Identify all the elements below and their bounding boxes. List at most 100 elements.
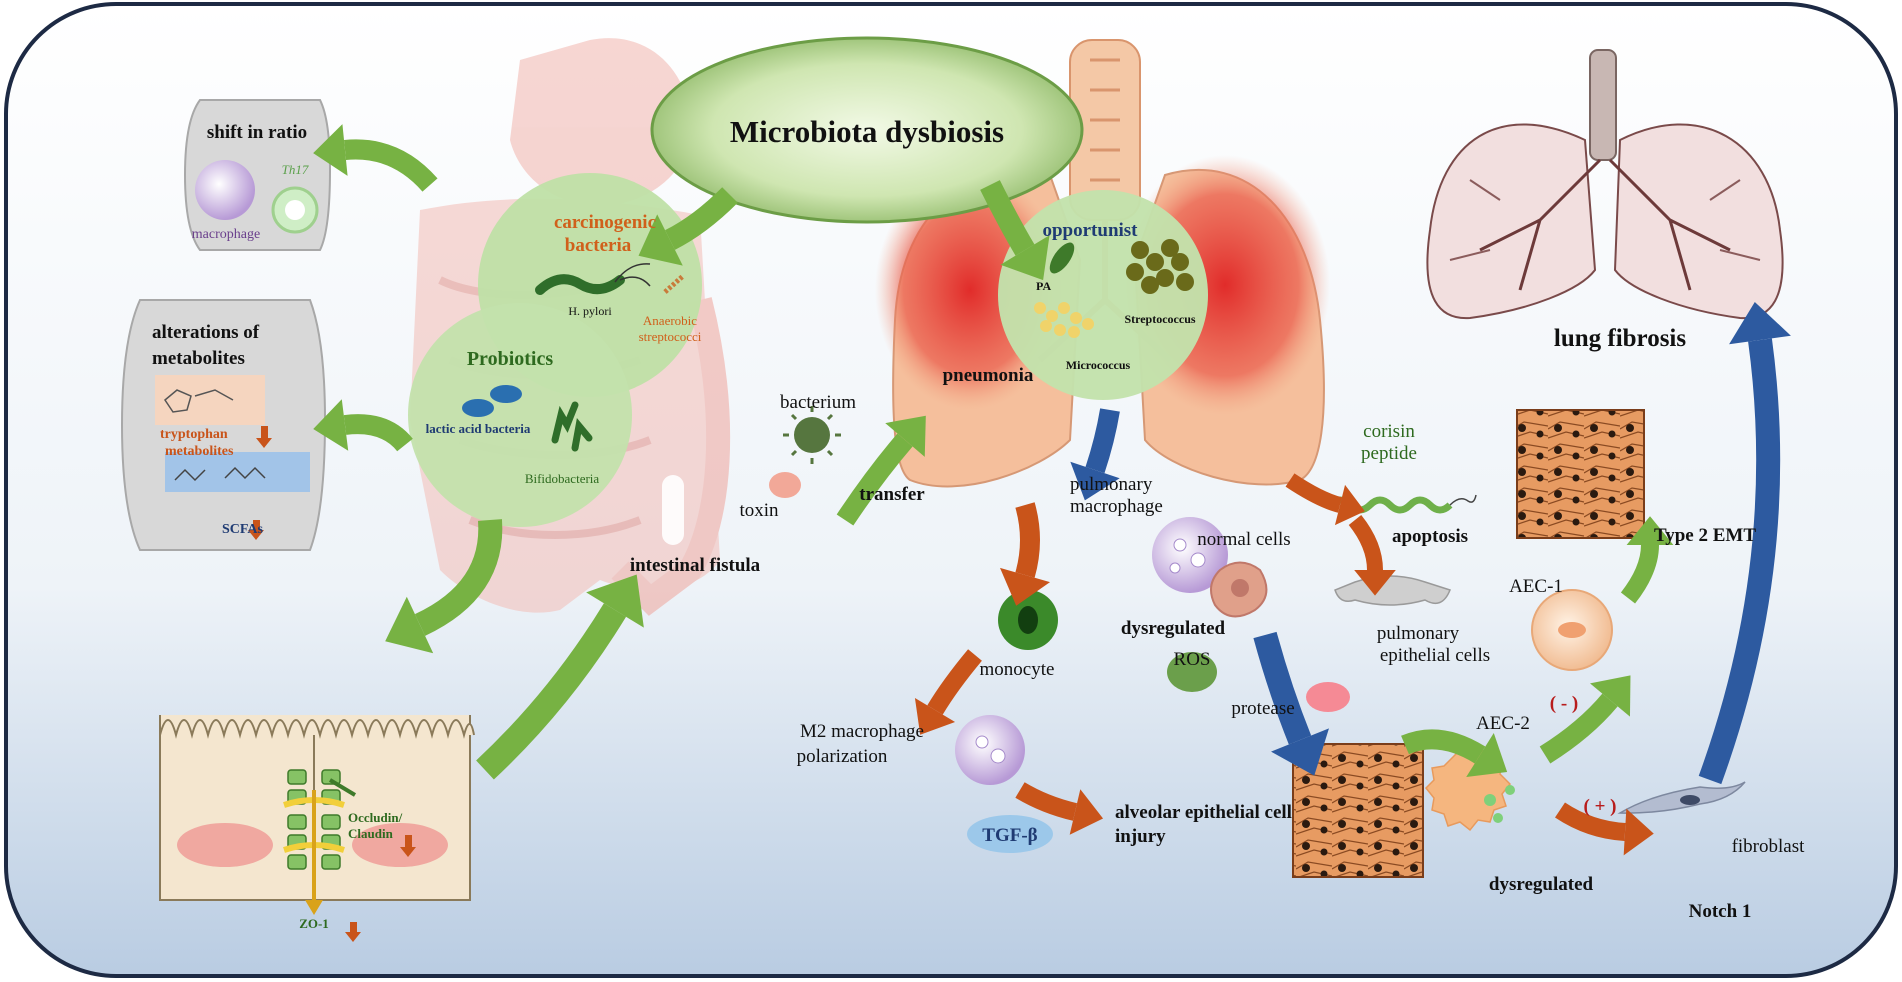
dysbiosis-to-gut-arrow [664, 187, 738, 250]
aec1-to-emt-arrow [1620, 544, 1659, 604]
fibrotic-lungs-illustration [1426, 49, 1784, 320]
bacterium-icon [783, 406, 841, 464]
pa-bacteria-icon [1049, 242, 1075, 274]
notch1-label: Notch 1 [1689, 901, 1752, 922]
corisin-to-epithelium-arrow-head [1354, 570, 1396, 596]
gut-to-metabolites-arrow-head [313, 399, 349, 451]
pulmonary-macrophage-label-2: macrophage [1070, 496, 1163, 517]
dysbiosis-to-lung-arrow-head [1000, 235, 1050, 281]
fibroblast-cell [1617, 781, 1746, 814]
dysregulated-label-1: dysregulated [1121, 618, 1226, 639]
monocyte-cell [998, 590, 1058, 650]
corisin-apoptosis-arrow [1285, 473, 1343, 513]
epithelial-cells-label-1: pulmonary [1377, 623, 1460, 644]
micrococcus-icon [1034, 302, 1094, 338]
probiotics-label: Probiotics [467, 348, 554, 370]
aec1-label: AEC-1 [1509, 576, 1563, 597]
carcinogenic-label-2: bacteria [565, 235, 632, 256]
bifido-label: Bifidobacteria [525, 471, 600, 486]
injury-label-1: alveolar epithelial cell [1115, 802, 1292, 823]
injury-to-aec2-arrow [1401, 729, 1486, 764]
lung-to-macrophage-arrow [1085, 408, 1120, 474]
gut-to-barrier-arrow-head [385, 596, 434, 654]
micrococcus-label: Micrococcus [1066, 358, 1131, 372]
ros-badge [1167, 652, 1217, 692]
shift-in-ratio-title: shift in ratio [207, 122, 307, 143]
anaerobic-streptococci-icon [663, 274, 685, 294]
plus-label: ( + ) [1584, 796, 1617, 817]
dysregulated-to-injury-arrow [1253, 631, 1312, 745]
monocyte-to-m2-arrow [927, 649, 982, 715]
fibroblast-to-fibrosis-arrow-head [1729, 301, 1791, 345]
type2-emt-label: Type 2 EMT [1654, 525, 1756, 546]
intestinal-barrier-illustration [159, 715, 475, 942]
aec2-to-fibroblast-arrow [1555, 802, 1626, 841]
dysbiosis-to-lung-arrow [980, 180, 1035, 256]
tgf-beta-label: TGF-β [982, 825, 1037, 846]
streptococcus-icon [1126, 239, 1194, 294]
toxin-icon [769, 472, 801, 498]
lactic-acid-bacteria-icon [462, 385, 522, 417]
injury-label-2: injury [1115, 826, 1166, 847]
intestinal-fistula-label: intestinal fistula [630, 555, 761, 576]
apoptosis-label: apoptosis [1392, 526, 1468, 547]
gut-to-metabolites-arrow [343, 414, 413, 452]
normal-cell [1210, 561, 1268, 618]
zo1-label: ZO-1 [299, 916, 329, 931]
pneumonia-label: pneumonia [943, 365, 1034, 386]
dysregulated-to-injury-arrow-head [1271, 728, 1329, 776]
occludin-label-2: Claudin [348, 826, 394, 841]
m2-label-2: polarization [797, 746, 888, 767]
fibroblast-to-fibrosis-arrow [1698, 338, 1781, 785]
aec2-to-aec1-arrow-head [1590, 675, 1631, 717]
anaerobic-label-1: Anaerobic [643, 313, 697, 328]
m2-to-tgf-arrow [1015, 782, 1078, 821]
metabolites-panel [120, 299, 327, 551]
tgf-beta-badge [967, 815, 1053, 853]
protease-badge [1306, 682, 1350, 712]
dysbiosis-to-gut-arrow-head [638, 214, 683, 266]
metabolites-title-1: alterations of [152, 322, 260, 343]
barrier-to-fistula-arrow [476, 603, 627, 780]
fibroblast-label: fibroblast [1732, 836, 1806, 857]
m2-label-1: M2 macrophage [800, 721, 924, 742]
aec1-cell [1531, 589, 1613, 671]
gut-to-barrier-arrow [414, 519, 503, 636]
microbiota-dysbiosis-ellipse [650, 36, 1084, 224]
epithelial-cells-label-2: epithelial cells [1380, 645, 1490, 666]
scfa-label: SCFAs [222, 522, 264, 537]
opportunist-circle [998, 190, 1208, 400]
h-pylori-icon [535, 263, 651, 295]
gut-to-shift-arrow [344, 139, 438, 192]
minus-label: ( - ) [1550, 693, 1578, 714]
ros-label: ROS [1174, 649, 1211, 670]
aec2-to-fibroblast-arrow-head [1623, 808, 1654, 856]
injury-to-aec2-arrow-head [1466, 732, 1508, 778]
lung-fibrosis-label: lung fibrosis [1554, 325, 1686, 352]
tryptophan-label-2: metabolites [165, 444, 234, 459]
macrophage-to-monocyte-arrow [1015, 502, 1040, 578]
probiotics-circle [408, 303, 632, 527]
lung-to-macrophage-arrow-head [1070, 461, 1120, 501]
protease-label: protease [1231, 698, 1294, 719]
m2-macrophage-cell [955, 715, 1025, 785]
macrophage-label: macrophage [192, 227, 260, 242]
diagram-title: Microbiota dysbiosis [730, 114, 1004, 149]
corisin-label-2: peptide [1361, 443, 1417, 464]
pulmonary-epithelial-cell [1334, 575, 1451, 606]
toxin-label: toxin [739, 500, 779, 521]
monocyte-to-m2-arrow-head [914, 697, 956, 735]
bifidobacteria-icon [551, 401, 593, 452]
carcinogenic-label-1: carcinogenic [554, 212, 656, 233]
pa-label: PA [1036, 279, 1051, 293]
aec2-to-aec1-arrow [1539, 693, 1618, 764]
corisin-to-epithelium-arrow [1348, 515, 1383, 571]
arrows-layer [313, 124, 1791, 856]
streptococcus-label: Streptococcus [1124, 312, 1195, 326]
macrophage-cell [1152, 517, 1228, 593]
metabolites-title-2: metabolites [152, 348, 245, 369]
transfer-label: transfer [859, 484, 925, 505]
transfer-arrow [836, 433, 913, 526]
lactic-acid-label: lactic acid bacteria [426, 421, 531, 436]
